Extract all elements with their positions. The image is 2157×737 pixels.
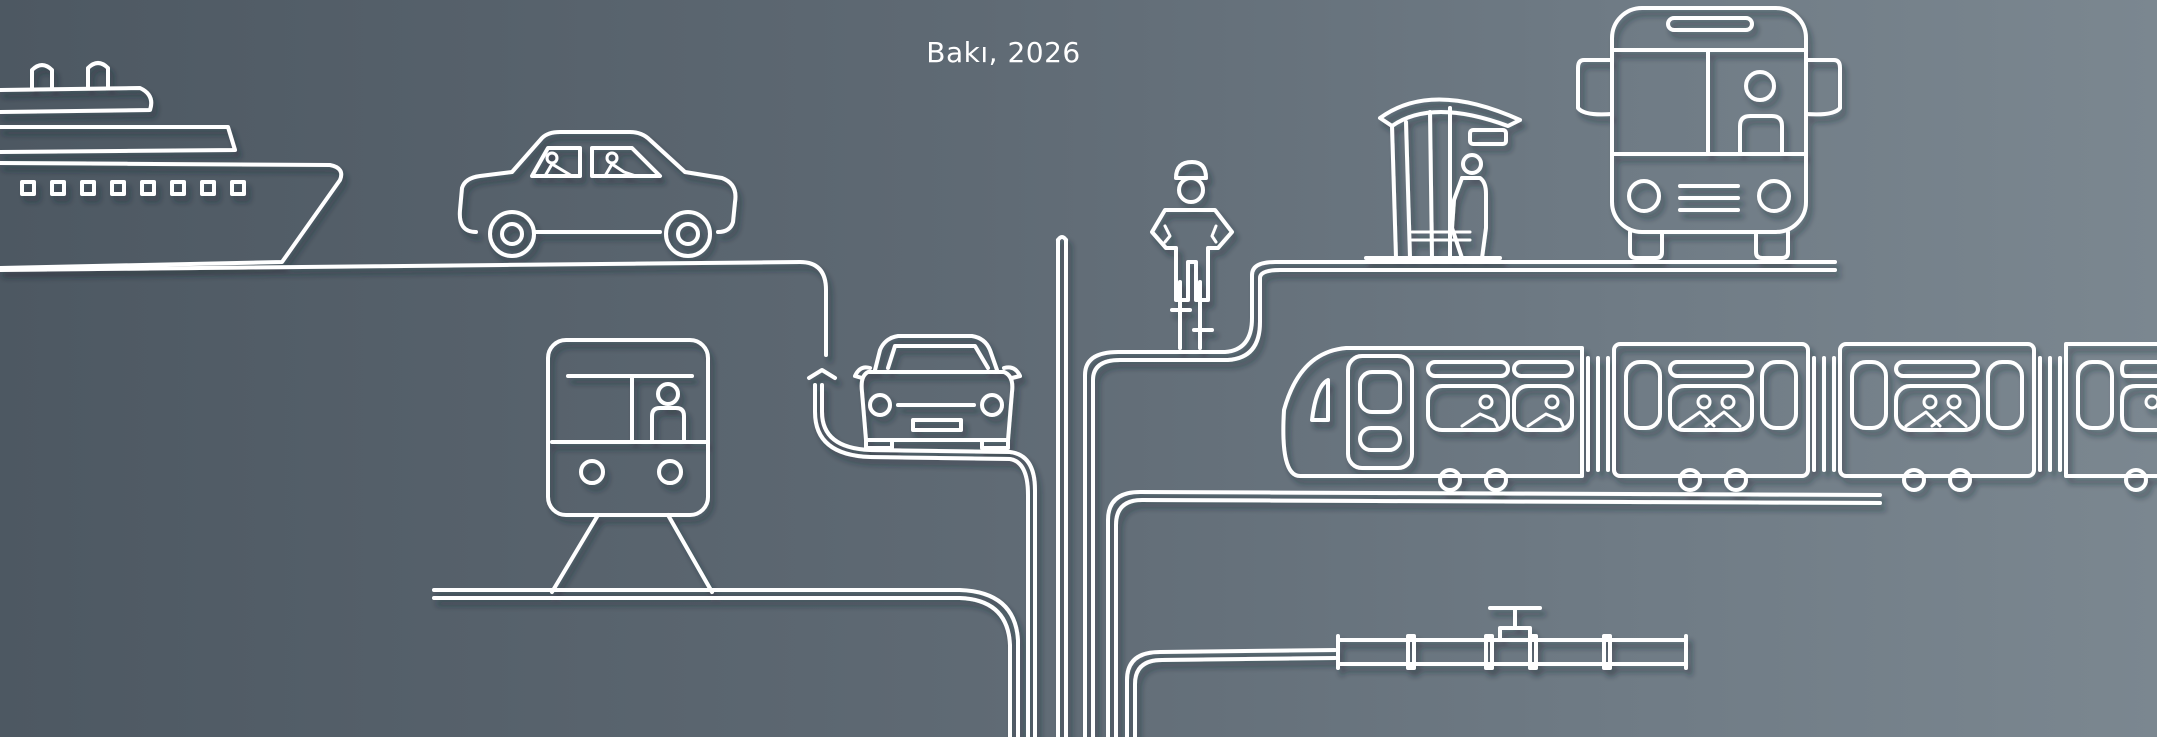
metro-train-icon: [546, 338, 714, 594]
cruise-ship-icon: [0, 61, 344, 270]
car-side-icon: [457, 130, 738, 258]
bus-stop-icon: [1364, 97, 1522, 260]
electric-train-icon: [1281, 342, 2157, 492]
car-front-icon: [853, 334, 1022, 450]
cyclist-icon: [1150, 160, 1234, 350]
pipeline-icon: [1336, 606, 1688, 670]
bus-front-icon: [1576, 6, 1842, 260]
road-lines: [0, 235, 1882, 737]
